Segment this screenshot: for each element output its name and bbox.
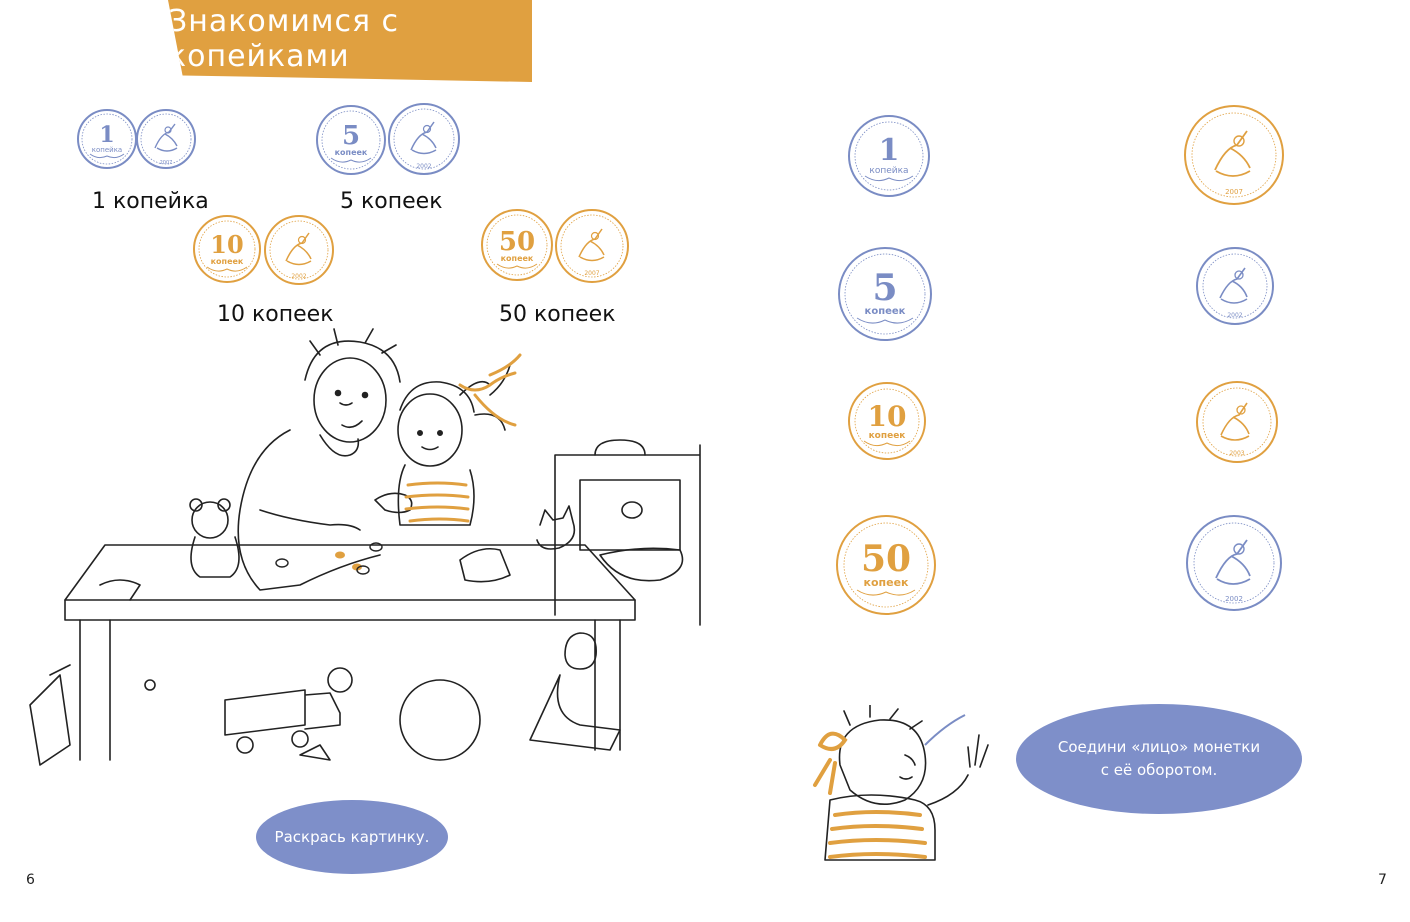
coin-value: 5 (872, 267, 897, 309)
right-page: 1 копейка 5 копеек 10 копеек 50 копеек 2… (705, 0, 1410, 922)
page-number-left: 6 (26, 872, 35, 888)
coin-50-label: 50 копеек (499, 302, 616, 327)
page-title: Знакомимся с копейками (168, 4, 400, 74)
page-number-right: 7 (1378, 872, 1387, 888)
coin-50-face-icon: 50 копеек (481, 209, 553, 281)
coin-word: копеек (865, 306, 906, 317)
coin-1-label: 1 копейка (92, 189, 209, 214)
coin-word: копейка (869, 166, 908, 176)
coin-word: копеек (501, 254, 534, 263)
coin-value: 10 (868, 400, 907, 433)
color-instruction-text: Раскрась картинку. (274, 828, 430, 846)
coin-10-reverse-icon: 2002 (264, 215, 334, 285)
coin-year: 2007 (160, 160, 173, 166)
coin-1-face-icon: 1 копейка (77, 109, 137, 169)
match-reverse-4-icon[interactable]: 2002 (1185, 514, 1283, 612)
title-banner: Знакомимся с копейками (168, 0, 532, 82)
coin-value: 1 (879, 133, 900, 168)
coin-year: 2002 (1227, 312, 1242, 319)
coin-5-label: 5 копеек (340, 189, 443, 214)
coin-10-label: 10 копеек (217, 302, 334, 327)
coin-value: 1 (99, 122, 114, 148)
color-instruction-bubble: Раскрась картинку. (256, 800, 448, 874)
boy-illustration (813, 705, 989, 861)
coin-year: 2007 (1225, 188, 1243, 196)
coin-1-reverse-icon: 2007 (136, 109, 196, 169)
coin-5-face-icon: 5 копеек (316, 105, 386, 175)
match-reverse-2-icon[interactable]: 2002 (1195, 246, 1275, 326)
coin-value: 10 (210, 230, 243, 259)
coin-5-reverse-icon: 2002 (388, 103, 460, 175)
coin-word: копейка (92, 146, 122, 154)
coin-word: копеек (211, 257, 244, 266)
coin-10-face-icon: 10 копеек (193, 215, 261, 283)
match-reverse-3-icon[interactable]: 2003 (1195, 380, 1279, 464)
coin-year: 2002 (416, 163, 431, 170)
coin-year: 2003 (1229, 450, 1244, 457)
coin-year: 2002 (291, 273, 306, 280)
coin-value: 5 (342, 121, 360, 151)
match-face-5-icon[interactable]: 5 копеек (837, 246, 933, 342)
match-reverse-1-icon[interactable]: 2007 (1183, 104, 1285, 206)
match-face-10-icon[interactable]: 10 копеек (847, 381, 927, 461)
coin-50-reverse-icon: 2007 (555, 209, 629, 283)
matching-instruction-line1: Соедини «лицо» монетки (1057, 738, 1261, 756)
coloring-scene-illustration (29, 328, 701, 766)
coin-year: 2002 (1225, 595, 1243, 603)
matching-instruction-bubble: Соедини «лицо» монетки с её оборотом. (1016, 704, 1302, 814)
coin-year: 2007 (584, 270, 599, 277)
match-face-50-icon[interactable]: 50 копеек (835, 514, 937, 616)
coin-value: 50 (499, 227, 535, 257)
coin-word: копеек (863, 576, 909, 589)
matching-instruction-line2: с её оборотом. (1100, 761, 1218, 779)
left-page: Знакомимся с копейками 1 копейка 2007 1 … (26, 0, 701, 888)
coin-word: копеек (869, 431, 906, 441)
coin-word: копеек (335, 148, 368, 157)
coin-value: 50 (861, 538, 911, 580)
match-face-1-icon[interactable]: 1 копейка (847, 114, 931, 198)
